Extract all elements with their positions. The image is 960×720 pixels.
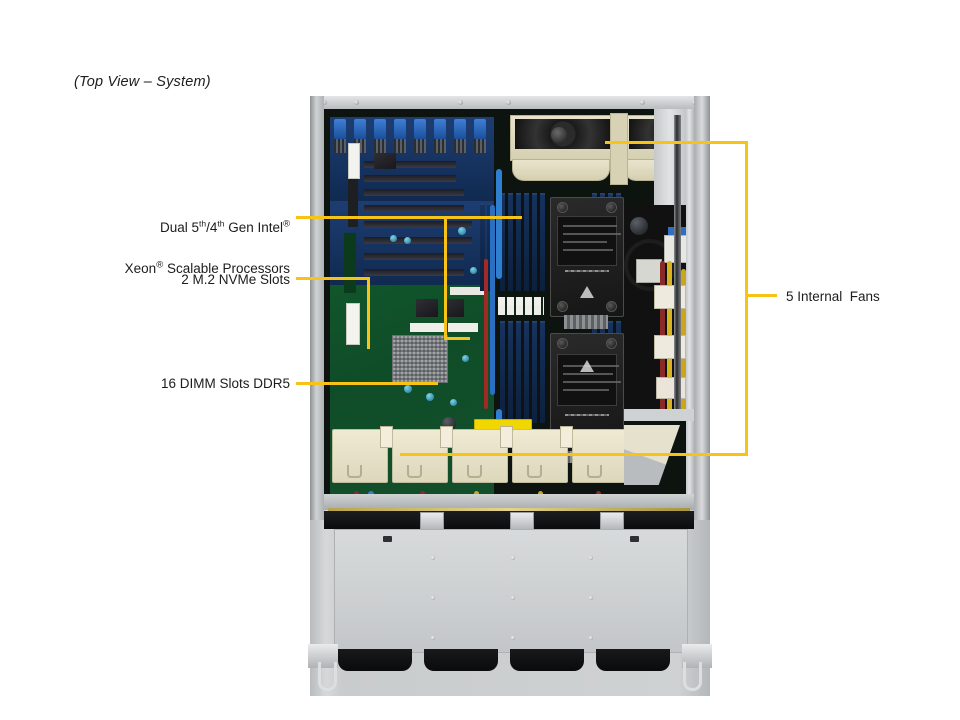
rear-fan-shroud-left [510, 115, 618, 161]
backplane-stripe [328, 508, 690, 511]
front-bezel-panel [334, 529, 688, 653]
drive-bay-shadow [324, 511, 694, 529]
leader-line-fans-spine [745, 141, 748, 456]
internal-fan-1 [332, 429, 388, 483]
internal-fan-5 [572, 429, 628, 483]
server-top-view-photo [308, 96, 712, 696]
leader-line-cpu-drop [444, 216, 447, 340]
leader-line-fans-top-arm [605, 141, 748, 144]
internal-fan-3 [452, 429, 508, 483]
leader-line-cpu-horizontal [296, 216, 522, 219]
leader-line-fans-bottom-arm [400, 453, 748, 456]
chassis-screw [640, 100, 645, 105]
chassis-midplate [324, 494, 694, 510]
chassis-screw [506, 100, 511, 105]
internal-fan-bank [324, 419, 694, 489]
rack-handle-left [318, 662, 337, 691]
internal-fan-4 [512, 429, 568, 483]
leader-line-fans-stub [745, 294, 777, 297]
callout-cpu-line2: Xeon® Scalable Processors [124, 259, 290, 276]
callout-internal-fans: 5 Internal Fans [786, 289, 880, 304]
leader-line-dimm [296, 382, 438, 385]
chassis-interior [324, 109, 694, 509]
chassis-left-rail [310, 96, 324, 520]
leader-line-m2-horizontal [296, 277, 370, 280]
callout-cpu: Dual 5th/4th Gen Intel® Xeon® Scalable P… [40, 198, 290, 299]
internal-fan-2 [392, 429, 448, 483]
chassis-screw [354, 100, 359, 105]
callout-cpu-line1: Dual 5th/4th Gen Intel® [159, 218, 290, 236]
rack-handle-right [683, 662, 702, 691]
callout-m2-slots: 2 M.2 NVMe Slots [181, 272, 290, 287]
cpu1-heatsink [550, 197, 624, 317]
chassis-screw [458, 100, 463, 105]
page-title: (Top View – System) [74, 74, 211, 90]
chassis-right-rail [694, 96, 710, 520]
cpu2-heatsink [550, 333, 624, 453]
leader-line-cpu2-stub [444, 337, 470, 340]
chassis-screw [322, 100, 327, 105]
leader-line-m2-drop [367, 277, 370, 349]
callout-dimm-slots: 16 DIMM Slots DDR5 [160, 376, 290, 391]
